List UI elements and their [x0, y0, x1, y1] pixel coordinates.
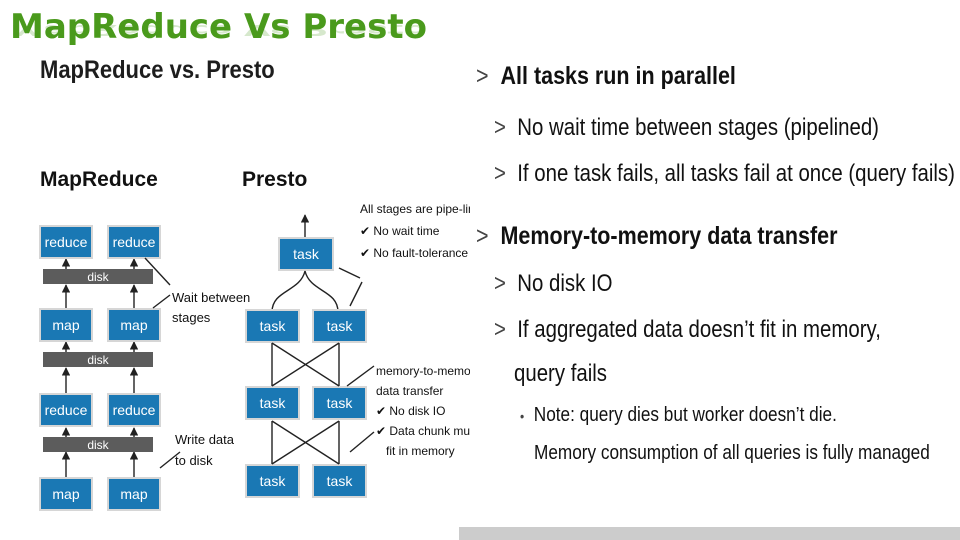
presto-task-label: task: [327, 473, 354, 489]
sub-bullet-no-wait: > No wait time between stages (pipelined…: [494, 114, 879, 141]
presto-task-box: [314, 466, 365, 496]
presto-task-label: task: [260, 395, 287, 411]
pipeline-note-line: ✔ No wait time: [360, 224, 440, 238]
brace-connector: [271, 270, 339, 313]
map-task-box: [109, 479, 159, 509]
map-task-label: map: [52, 486, 79, 502]
reduce-task-box: [109, 395, 159, 425]
memory-note-line: ✔ No disk IO: [376, 404, 445, 418]
presto-task-label: task: [327, 318, 354, 334]
presto-task-box: [247, 466, 298, 496]
write-note-line: to disk: [175, 453, 213, 468]
reduce-task-label: reduce: [45, 234, 88, 250]
reduce-task-box: [41, 227, 91, 257]
write-note-line: Write data: [175, 432, 235, 447]
disk-bar: [43, 352, 153, 367]
reduce-task-box: [109, 227, 159, 257]
bullet-parallel: > All tasks run in parallel: [476, 62, 736, 90]
sub-bullet-aggregated: > If aggregated data doesn’t fit in memo…: [494, 316, 881, 343]
mapreduce-heading: MapReduce: [40, 168, 158, 191]
disk-bar: [43, 269, 153, 284]
memory-note-line: data transfer: [376, 384, 443, 398]
wait-note-line: stages: [172, 310, 211, 325]
memory-note-line: memory-to-memory: [376, 364, 470, 378]
note-query-dies: • Note: query dies but worker doesn’t di…: [520, 404, 837, 426]
presto-task-label: task: [327, 395, 354, 411]
reduce-task-box: [41, 395, 91, 425]
memory-note-line: ✔ Data chunk must: [376, 424, 470, 438]
pipeline-note-line: ✔ No fault-tolerance: [360, 246, 468, 260]
disk-label: disk: [87, 353, 109, 367]
pipeline-line: [271, 420, 340, 465]
presto-heading: Presto: [242, 168, 307, 191]
map-task-box: [41, 479, 91, 509]
pipeline-note-line: All stages are pipe-lined: [360, 202, 470, 216]
mapreduce-diagram: MapReduce reduce reduce map map reduce reduce m…: [39, 168, 250, 511]
sub-bullet-query-fails: query fails: [514, 360, 607, 387]
slide-title: MapReduce Vs Presto: [10, 7, 427, 47]
reduce-task-label: reduce: [113, 402, 156, 418]
presto-task-box: [247, 388, 298, 418]
presto-task-label: task: [260, 318, 287, 334]
presto-task-label: task: [293, 246, 320, 262]
callout-line: [338, 267, 361, 279]
disk-label: disk: [87, 270, 109, 284]
footer-bar: [459, 527, 960, 540]
callout-line: [152, 294, 171, 309]
reduce-task-label: reduce: [45, 402, 88, 418]
slide-subtitle: MapReduce vs. Presto: [40, 56, 275, 84]
bullet-memory-transfer: > Memory-to-memory data transfer: [476, 222, 838, 250]
map-task-box: [41, 310, 91, 340]
pipeline-line: [271, 342, 340, 387]
callout-line: [346, 365, 375, 387]
reduce-task-label: reduce: [113, 234, 156, 250]
presto-diagram: Presto task task task task task task task All st…: [242, 168, 470, 498]
architecture-diagram: MapReduce reduce reduce map map reduce reduce m…: [39, 168, 470, 511]
map-task-label: map: [52, 317, 79, 333]
map-task-box: [109, 310, 159, 340]
map-task-label: map: [120, 317, 147, 333]
slide-title-area: MapReduce Vs Presto MapReduce Vs Presto: [10, 2, 427, 52]
sub-bullet-task-fails: > If one task fails, all tasks fail at o…: [494, 160, 955, 187]
presto-task-label: task: [260, 473, 287, 489]
note-memory-managed: Memory consumption of all queries is ful…: [534, 442, 930, 464]
presto-task-box: [314, 388, 365, 418]
callout-line: [159, 451, 181, 469]
presto-task-box: [280, 239, 332, 269]
map-task-label: map: [120, 486, 147, 502]
wait-note-line: Wait between: [172, 290, 250, 305]
callout-line: [349, 431, 375, 453]
sub-bullet-no-disk: > No disk IO: [494, 270, 613, 297]
presto-task-box: [247, 311, 298, 341]
disk-bar: [43, 437, 153, 452]
callout-line: [144, 257, 171, 286]
memory-note-line: fit in memory: [386, 444, 455, 458]
presto-task-box: [314, 311, 365, 341]
disk-label: disk: [87, 438, 109, 452]
callout-line: [349, 281, 363, 307]
